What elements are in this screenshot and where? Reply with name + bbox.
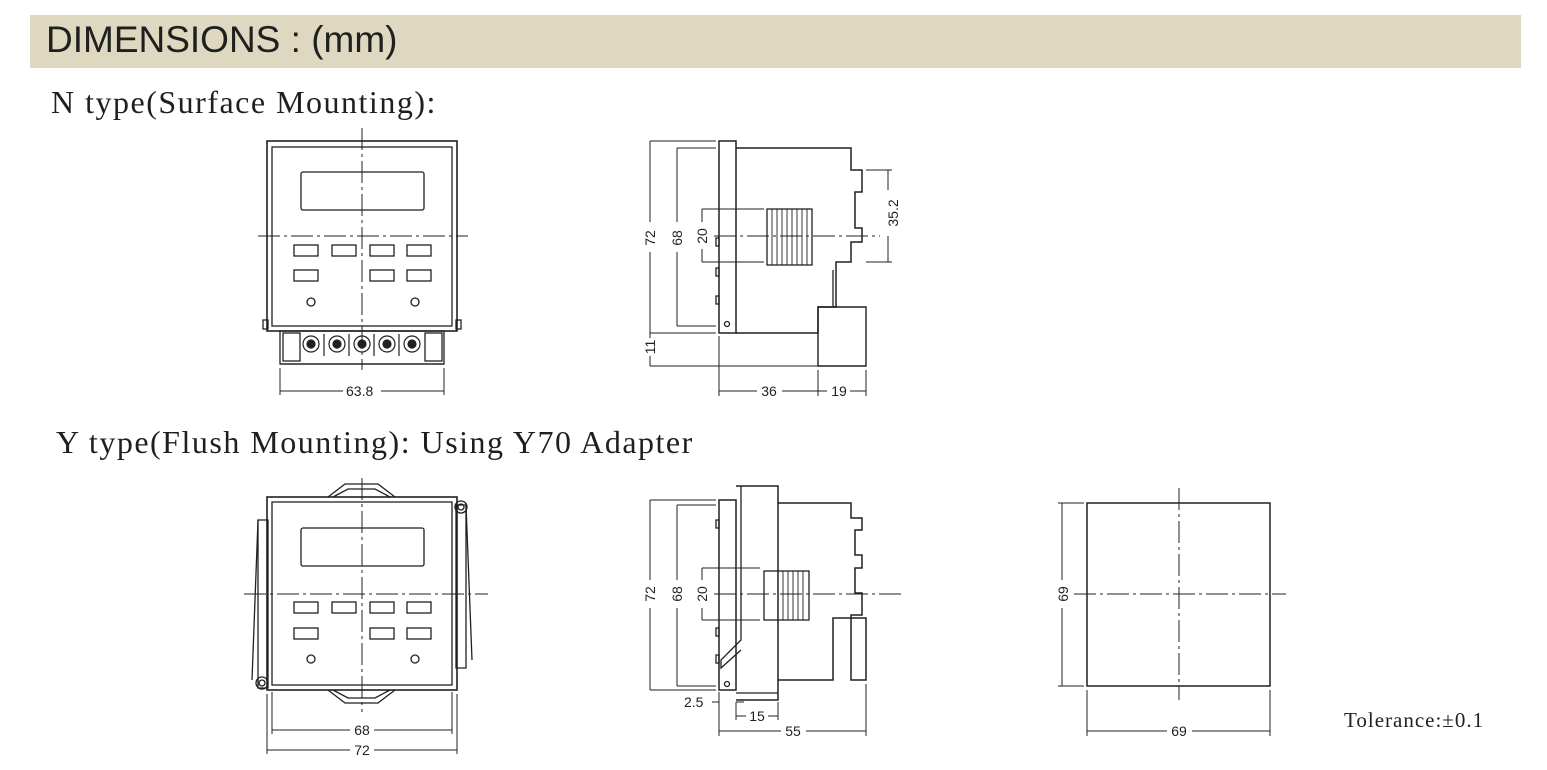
dim-n-side-rail: 20 xyxy=(694,228,710,244)
n-side-view xyxy=(649,140,892,396)
y-type-title: Y type(Flush Mounting): Using Y70 Adapte… xyxy=(56,424,694,460)
tolerance-note: Tolerance:±0.1 xyxy=(1344,708,1485,732)
dim-n-side-terminal: 11 xyxy=(642,340,658,355)
dim-n-front-width: 63.8 xyxy=(346,383,373,399)
dim-y-side-height-outer: 72 xyxy=(642,586,658,602)
dim-n-side-rail-slot: 35.2 xyxy=(885,199,901,226)
dim-cutout-width: 69 xyxy=(1171,723,1187,739)
dim-y-side-panel: 2.5 xyxy=(684,694,704,710)
dim-n-side-height-outer: 72 xyxy=(642,230,658,246)
dim-n-side-terminal-depth: 19 xyxy=(831,383,847,399)
dim-y-side-rail: 20 xyxy=(694,586,710,602)
dim-y-front-inner: 68 xyxy=(354,722,370,738)
y-side-view xyxy=(649,485,905,736)
panel-cutout-view xyxy=(1058,488,1286,736)
n-front-view xyxy=(258,128,468,395)
y-front-view xyxy=(244,478,488,754)
dim-y-front-outer: 72 xyxy=(354,742,370,758)
dim-y-side-height-inner: 68 xyxy=(669,586,685,602)
dim-y-side-adapter: 15 xyxy=(749,708,765,724)
n-type-title: N type(Surface Mounting): xyxy=(51,84,437,120)
dim-y-side-depth: 55 xyxy=(785,723,801,739)
dim-cutout-height: 69 xyxy=(1055,586,1071,602)
dim-n-side-height-inner: 68 xyxy=(669,230,685,246)
header-banner: DIMENSIONS : (mm) xyxy=(30,15,1521,68)
dim-n-side-depth: 36 xyxy=(761,383,777,399)
page-title: DIMENSIONS : (mm) xyxy=(46,19,398,60)
